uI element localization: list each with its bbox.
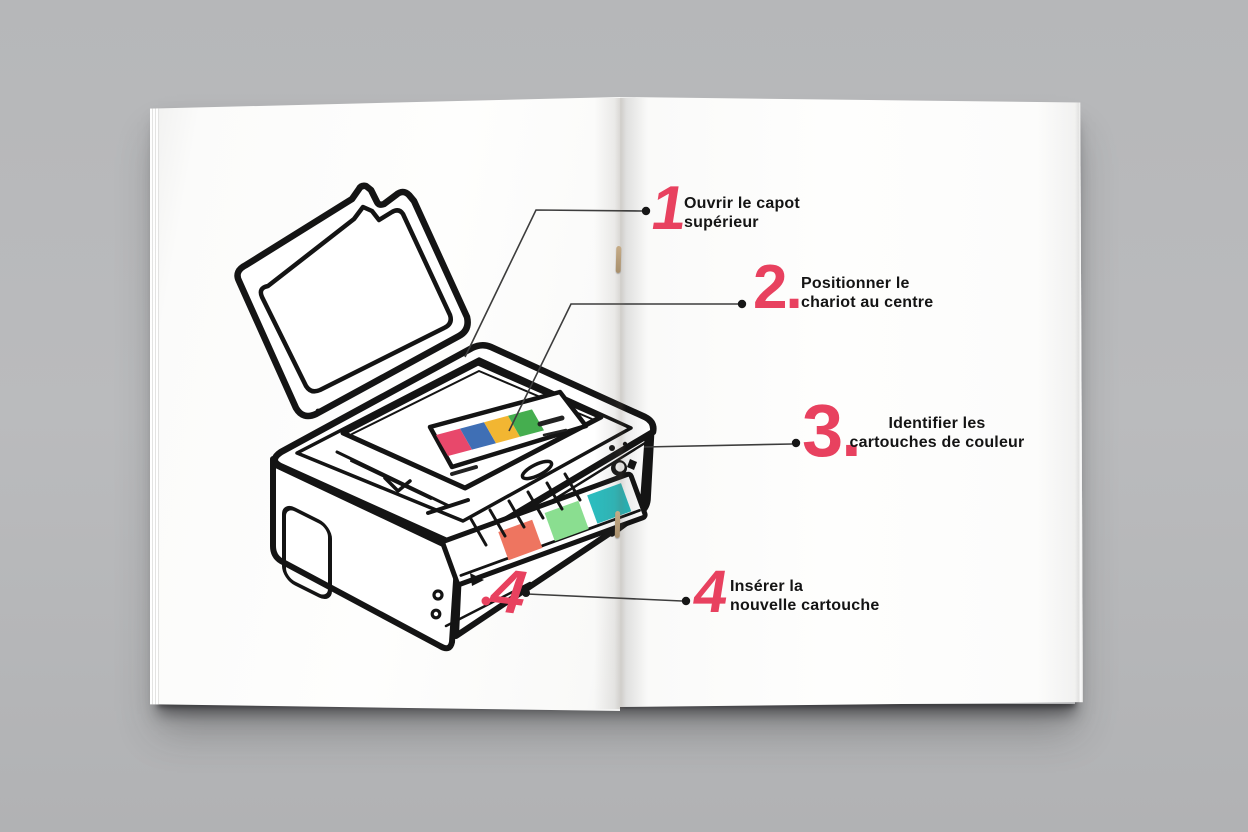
leader-dot-step-2	[737, 299, 747, 309]
leader-line-step-3	[643, 443, 793, 448]
lid-inner-line	[258, 204, 453, 394]
deck-detail-bar	[426, 498, 470, 515]
step-3-label: Identifier les cartouches de couleur	[838, 415, 1036, 452]
step-3-label-line1: Identifier les	[888, 415, 986, 432]
tray-inner-edge	[459, 509, 641, 577]
tray-guide-hatches	[469, 472, 582, 547]
carriage-label-mark	[542, 428, 568, 437]
lid-hinge-dot	[326, 404, 332, 410]
tray-pad-teal	[587, 483, 632, 524]
step-2-label: Positionner le chariot au centre	[801, 275, 933, 312]
step-4-label-line1: Insérer la	[730, 578, 804, 595]
leader-dot-step-3	[791, 438, 801, 448]
deck-handle-slot	[520, 459, 554, 481]
page-right-edge	[1075, 101, 1083, 703]
lid-hinge-dot	[315, 408, 321, 414]
step-2-number: 2.	[753, 253, 803, 322]
leader-dot-step-4	[681, 596, 691, 606]
cartridge-strip-cyan	[460, 422, 496, 450]
carriage-label-mark	[450, 465, 478, 476]
step-1-label-line2: supérieur	[684, 213, 759, 231]
leader-line-step-4	[526, 593, 683, 602]
step-3-number: 3.	[802, 389, 862, 472]
deck-detail-line	[335, 450, 451, 508]
front-button-dot	[430, 608, 442, 620]
tray-pad-green	[544, 500, 589, 542]
lid-outline	[234, 182, 471, 420]
cartridge-strip-yellow	[484, 415, 520, 444]
control-buttons	[604, 441, 637, 476]
leader-dot-step-4-start	[522, 589, 530, 597]
page-left-edge-stack	[150, 107, 159, 705]
cartridge-carriage	[427, 389, 589, 476]
step-4-label-line2: nouvelle cartouche	[730, 596, 880, 614]
staple-bottom	[614, 510, 621, 539]
tray-pad-coral	[498, 519, 543, 561]
step-2-label-line1: Positionner le	[801, 275, 910, 292]
left-face-panel	[282, 505, 332, 599]
body-left-face	[270, 456, 461, 652]
cartridge-strip-magenta	[436, 428, 472, 456]
step-1-label: Ouvrir le capot supérieur	[684, 195, 800, 232]
leader-line-step-1	[464, 209, 643, 358]
printer-body	[234, 182, 657, 652]
deck-inner-rim	[295, 357, 633, 523]
step-3-label-line2: cartouches de couleur	[849, 433, 1025, 451]
deck-arrow-mark	[383, 476, 412, 493]
step-2-label-line2: chariot au centre	[801, 293, 934, 311]
step-4-label: Insérer la nouvelle cartouche	[730, 578, 879, 615]
leader-lines	[464, 209, 793, 602]
deck-detail-line	[350, 460, 432, 500]
leader-dots	[522, 206, 801, 606]
leader-line-step-2	[508, 303, 738, 432]
front-arrow-mark	[470, 573, 484, 586]
staple-top	[615, 245, 622, 274]
page-right	[620, 97, 1083, 707]
leader-dot-step-1	[641, 206, 651, 216]
front-button-dot	[432, 589, 444, 601]
carriage-label-mark	[537, 415, 565, 427]
step-1-label-line1: Ouvrir le capot	[684, 195, 800, 212]
